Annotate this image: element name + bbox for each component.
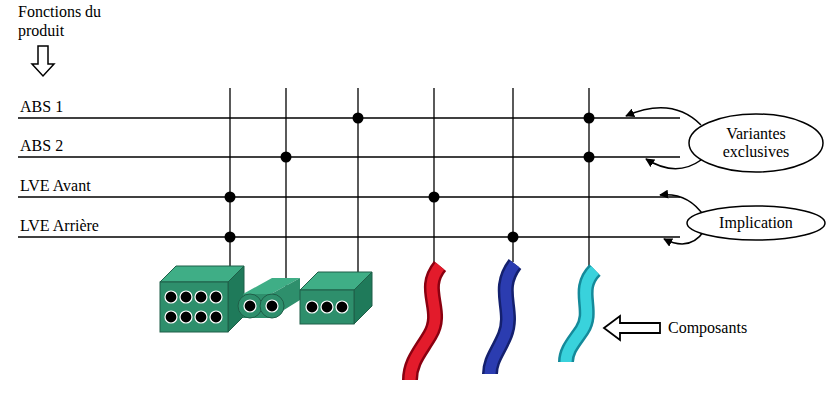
function-lines xyxy=(18,118,680,237)
cables xyxy=(410,264,595,380)
row-label: ABS 2 xyxy=(20,136,63,155)
row-label: ABS 1 xyxy=(20,97,63,116)
ellipse-callout: Implication xyxy=(686,205,826,241)
axis-heading: Composants xyxy=(668,318,747,337)
callout-text: Variantes exclusives xyxy=(708,125,804,161)
row-label: LVE Arrière xyxy=(20,216,99,235)
connector-8-ways xyxy=(160,266,244,332)
callout-text: Implication xyxy=(706,214,806,232)
ellipse-callout: Variantes exclusives xyxy=(688,113,824,173)
connector-3-ways xyxy=(300,272,372,324)
pointer-arrow xyxy=(604,316,660,340)
connector-2-tubes xyxy=(238,278,300,318)
row-label: LVE Avant xyxy=(20,176,91,195)
axis-heading: Fonctions du produit xyxy=(18,2,110,40)
down-arrow xyxy=(32,46,54,76)
junction-dots xyxy=(225,113,595,243)
component-lines xyxy=(230,88,589,290)
